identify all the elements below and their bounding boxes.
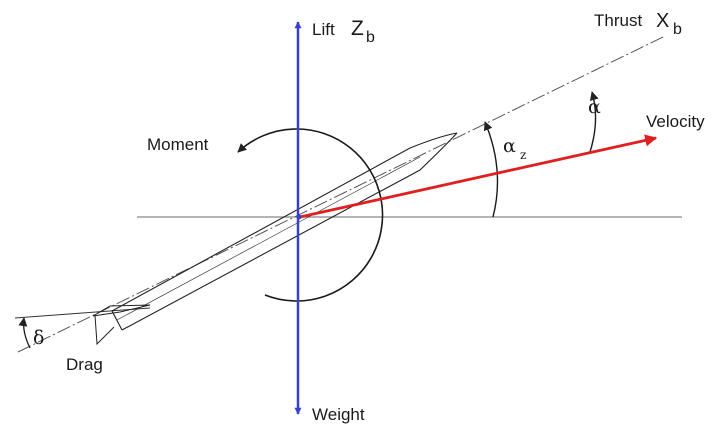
- alpha-z-subscript: z: [520, 148, 526, 162]
- drag-label: Drag: [66, 355, 103, 374]
- thrust-axis-label: X: [656, 10, 669, 32]
- body-axis-line: [17, 35, 666, 353]
- alpha-z-label: α: [503, 135, 516, 157]
- velocity-vector: [299, 134, 658, 219]
- velocity-label: Velocity: [646, 112, 705, 131]
- thrust-label: Thrust: [594, 11, 642, 30]
- lift-axis-subscript: b: [366, 29, 375, 46]
- alpha-arc: [589, 91, 599, 153]
- center-of-mass-point: [296, 214, 302, 220]
- delta-label: δ: [33, 327, 44, 349]
- rocket-body: [111, 132, 458, 331]
- thrust-axis-subscript: b: [673, 21, 682, 38]
- fin-reference-line: [14, 307, 151, 319]
- alpha-label: α: [588, 96, 601, 118]
- moment-label: Moment: [147, 135, 209, 154]
- lift-label: Lift: [312, 20, 335, 39]
- delta-arc: [18, 317, 31, 349]
- alpha-z-arc: [483, 121, 499, 218]
- weight-label: Weight: [312, 405, 365, 424]
- tail-fin: [92, 304, 151, 346]
- lift-axis-label: Z: [351, 17, 364, 40]
